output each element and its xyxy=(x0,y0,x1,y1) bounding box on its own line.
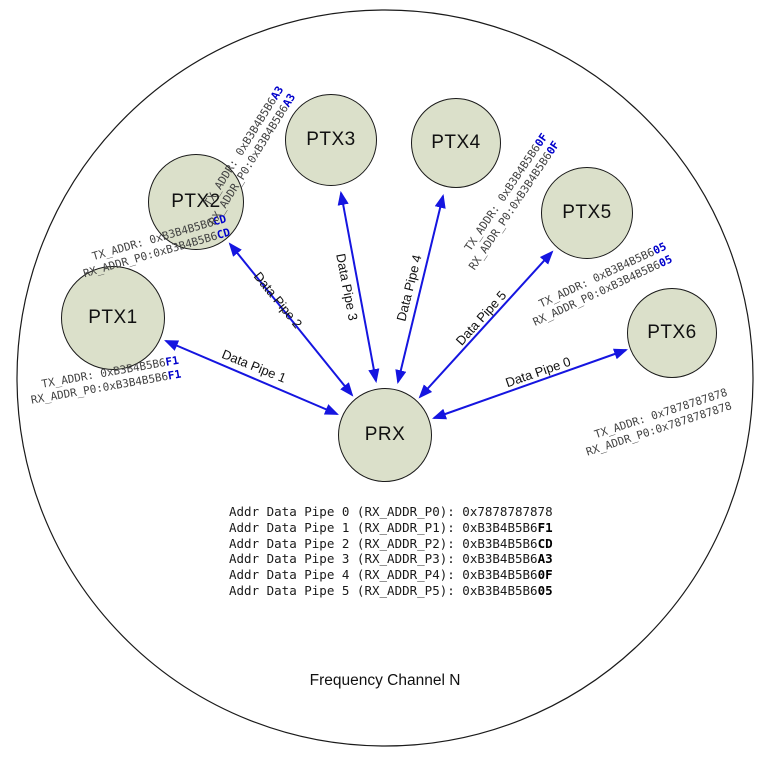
addr-row-text: Addr Data Pipe 1 (RX_ADDR_P1): 0xB3B4B5B… xyxy=(229,519,538,535)
node-ptx4-label: PTX4 xyxy=(431,132,481,153)
addr-table-row: Addr Data Pipe 3 (RX_ADDR_P3): 0xB3B4B5B… xyxy=(229,551,553,567)
ptx1-tx-addr-byte: F1 xyxy=(164,353,180,369)
data-pipe-2-arrow xyxy=(228,242,354,397)
addr-row-text: Addr Data Pipe 4 (RX_ADDR_P4): 0xB3B4B5B… xyxy=(229,567,538,583)
data-pipe-0-arrow xyxy=(432,348,628,420)
addr-table-row: Addr Data Pipe 4 (RX_ADDR_P4): 0xB3B4B5B… xyxy=(229,567,553,583)
node-ptx1: PTX1 xyxy=(61,266,165,370)
node-ptx3: PTX3 xyxy=(285,94,377,186)
node-prx: PRX xyxy=(338,388,432,482)
node-ptx4: PTX4 xyxy=(411,98,501,188)
node-ptx2: PTX2 xyxy=(148,154,244,250)
addr-row-text: Addr Data Pipe 2 (RX_ADDR_P2): 0xB3B4B5B… xyxy=(229,535,538,551)
pipe-address-table: Addr Data Pipe 0 (RX_ADDR_P0): 0x7878787… xyxy=(229,504,553,599)
addr-row-byte: 05 xyxy=(537,582,553,598)
node-ptx3-label: PTX3 xyxy=(306,129,356,150)
ptx1-rx-addr-byte: F1 xyxy=(166,367,183,383)
node-ptx1-label: PTX1 xyxy=(88,307,138,328)
addr-row-text: Addr Data Pipe 5 (RX_ADDR_P5): 0xB3B4B5B… xyxy=(229,582,538,598)
addr-row-byte: CD xyxy=(537,535,553,551)
node-ptx6: PTX6 xyxy=(627,288,717,378)
node-ptx5-label: PTX5 xyxy=(562,202,612,223)
addr-row-byte: 0F xyxy=(537,567,553,583)
addr-row-byte: F1 xyxy=(537,519,553,535)
frequency-channel-title: Frequency Channel N xyxy=(309,672,461,689)
data-pipe-3-arrow xyxy=(337,190,380,384)
node-ptx6-label: PTX6 xyxy=(647,322,697,343)
addr-table-row: Addr Data Pipe 1 (RX_ADDR_P1): 0xB3B4B5B… xyxy=(229,520,553,536)
addr-row-byte: A3 xyxy=(537,551,553,567)
node-ptx2-label: PTX2 xyxy=(171,191,221,212)
addr-row-text: Addr Data Pipe 3 (RX_ADDR_P3): 0xB3B4B5B… xyxy=(229,551,538,567)
node-ptx5: PTX5 xyxy=(541,167,633,259)
addr-table-row: Addr Data Pipe 5 (RX_ADDR_P5): 0xB3B4B5B… xyxy=(229,583,553,599)
addr-table-row: Addr Data Pipe 0 (RX_ADDR_P0): 0x7878787… xyxy=(229,504,553,520)
node-prx-label: PRX xyxy=(364,424,406,445)
addr-table-row: Addr Data Pipe 2 (RX_ADDR_P2): 0xB3B4B5B… xyxy=(229,536,553,552)
addr-row-text: Addr Data Pipe 0 (RX_ADDR_P0): 0x7878787… xyxy=(229,504,553,519)
